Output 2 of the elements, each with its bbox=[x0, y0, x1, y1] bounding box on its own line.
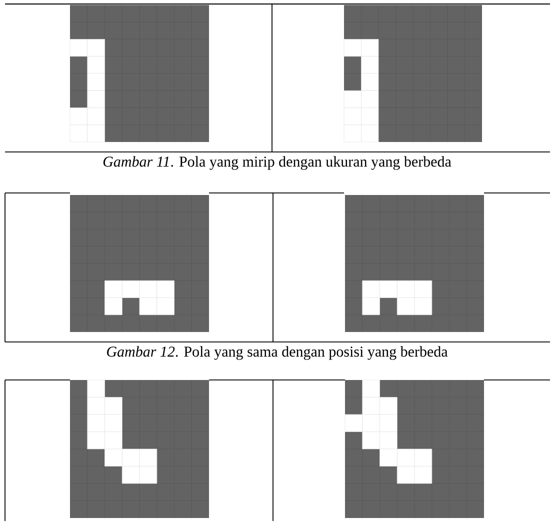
figure-caption: Gambar 12. Pola yang sama dengan posisi yang berbeda bbox=[107, 346, 448, 360]
figure-caption: Gambar 11. Pola yang mirip dengan ukuran yang berbeda bbox=[103, 156, 452, 170]
